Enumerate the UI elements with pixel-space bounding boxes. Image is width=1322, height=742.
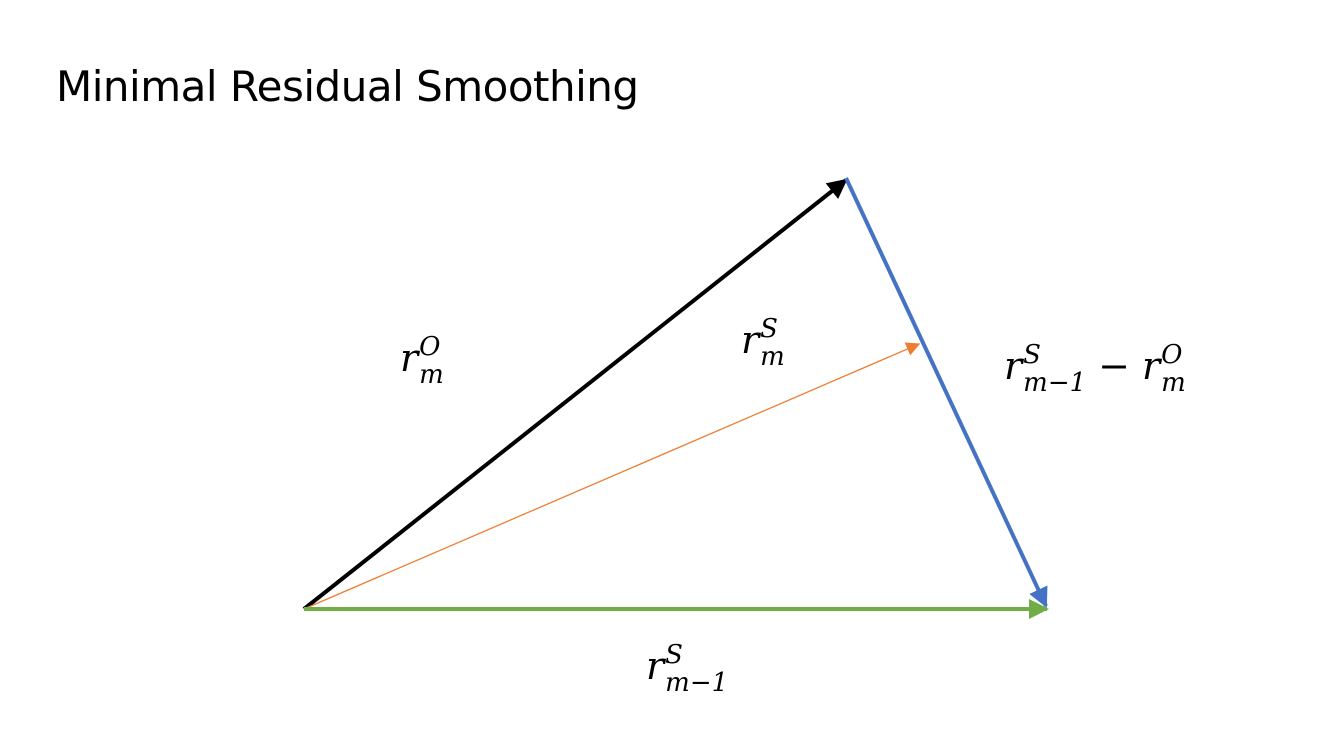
label-r-m-s-sub: m [760, 342, 785, 372]
label-difference-a-sup: S [1023, 340, 1041, 370]
label-r-m-s-base: r [741, 318, 760, 362]
label-r-m-minus-1-s-sup: S [665, 640, 683, 670]
label-r-m-o-sub: m [419, 360, 444, 390]
label-difference-a-base: r [1004, 344, 1023, 388]
vector-r-m-s [303, 342, 921, 610]
label-r-m-s-sup: S [760, 314, 778, 344]
label-r-m-minus-1-s-base: r [646, 644, 665, 688]
vector-difference [844, 177, 1048, 608]
label-r-m-o-base: r [400, 336, 419, 380]
label-difference-a-sub: m−1 [1023, 368, 1087, 398]
label-difference-b-base: r [1142, 344, 1161, 388]
label-r-m-o-sup: O [419, 332, 441, 362]
label-r-m-minus-1-s-sub: m−1 [665, 668, 729, 698]
vector-r-m-o [302, 178, 848, 611]
label-difference-operator: − [1098, 344, 1130, 388]
label-difference-b-sub: m [1161, 368, 1186, 398]
slide-title: Minimal Residual Smoothing [56, 62, 639, 111]
label-difference-b-sup: O [1161, 340, 1183, 370]
